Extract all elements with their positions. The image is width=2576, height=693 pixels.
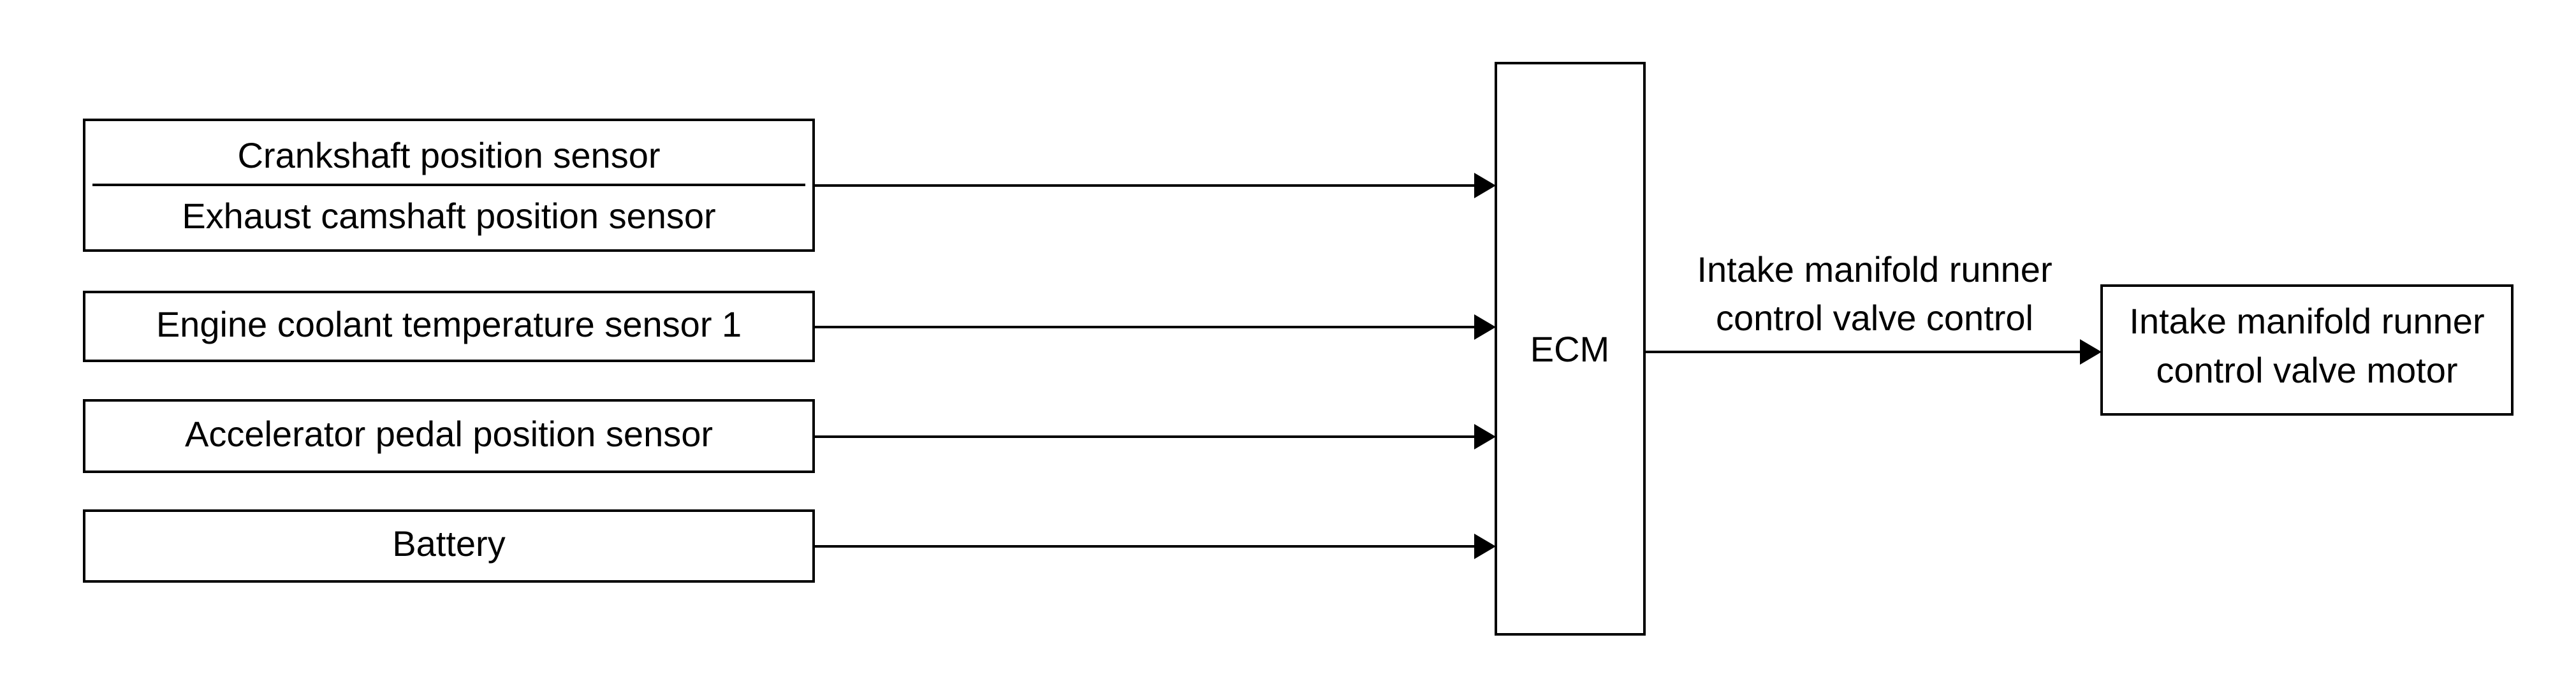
actuator-block: Intake manifold runner control valve mot… xyxy=(2100,284,2514,416)
accelerator-sensor-label: Accelerator pedal position sensor xyxy=(185,414,713,454)
accelerator-sensor-box xyxy=(83,399,815,473)
crankshaft-camshaft-arrowhead xyxy=(1474,173,1496,198)
battery-arrowhead xyxy=(1474,534,1496,559)
output-arrowhead xyxy=(2080,339,2102,365)
battery-block: Battery xyxy=(83,509,815,583)
output-connector: Intake manifold runner control valve con… xyxy=(1644,249,2102,365)
ecm-label: ECM xyxy=(1530,329,1609,369)
exhaust-camshaft-sensor-label: Exhaust camshaft position sensor xyxy=(182,196,715,236)
crankshaft-sensor-label: Crankshaft position sensor xyxy=(237,135,660,175)
output-signal-label-line1: Intake manifold runner xyxy=(1697,249,2052,289)
actuator-box xyxy=(2100,284,2514,416)
coolant-sensor-label: Engine coolant temperature sensor 1 xyxy=(156,304,742,344)
coolant-sensor-box xyxy=(83,291,815,362)
battery-label: Battery xyxy=(392,523,505,564)
actuator-label-line2: control valve motor xyxy=(2156,350,2457,390)
accelerator-sensor-block: Accelerator pedal position sensor xyxy=(83,399,815,473)
ecm-box xyxy=(1495,62,1646,636)
actuator-label-line1: Intake manifold runner xyxy=(2129,301,2484,341)
output-signal-label-line2: control valve control xyxy=(1716,298,2033,338)
input-connectors xyxy=(814,173,1496,559)
coolant-arrowhead xyxy=(1474,314,1496,340)
ecm-block: ECM xyxy=(1495,62,1646,636)
accelerator-arrowhead xyxy=(1474,424,1496,449)
coolant-sensor-block: Engine coolant temperature sensor 1 xyxy=(83,291,815,362)
crankshaft-camshaft-sensor-group: Crankshaft position sensor Exhaust camsh… xyxy=(83,119,815,252)
